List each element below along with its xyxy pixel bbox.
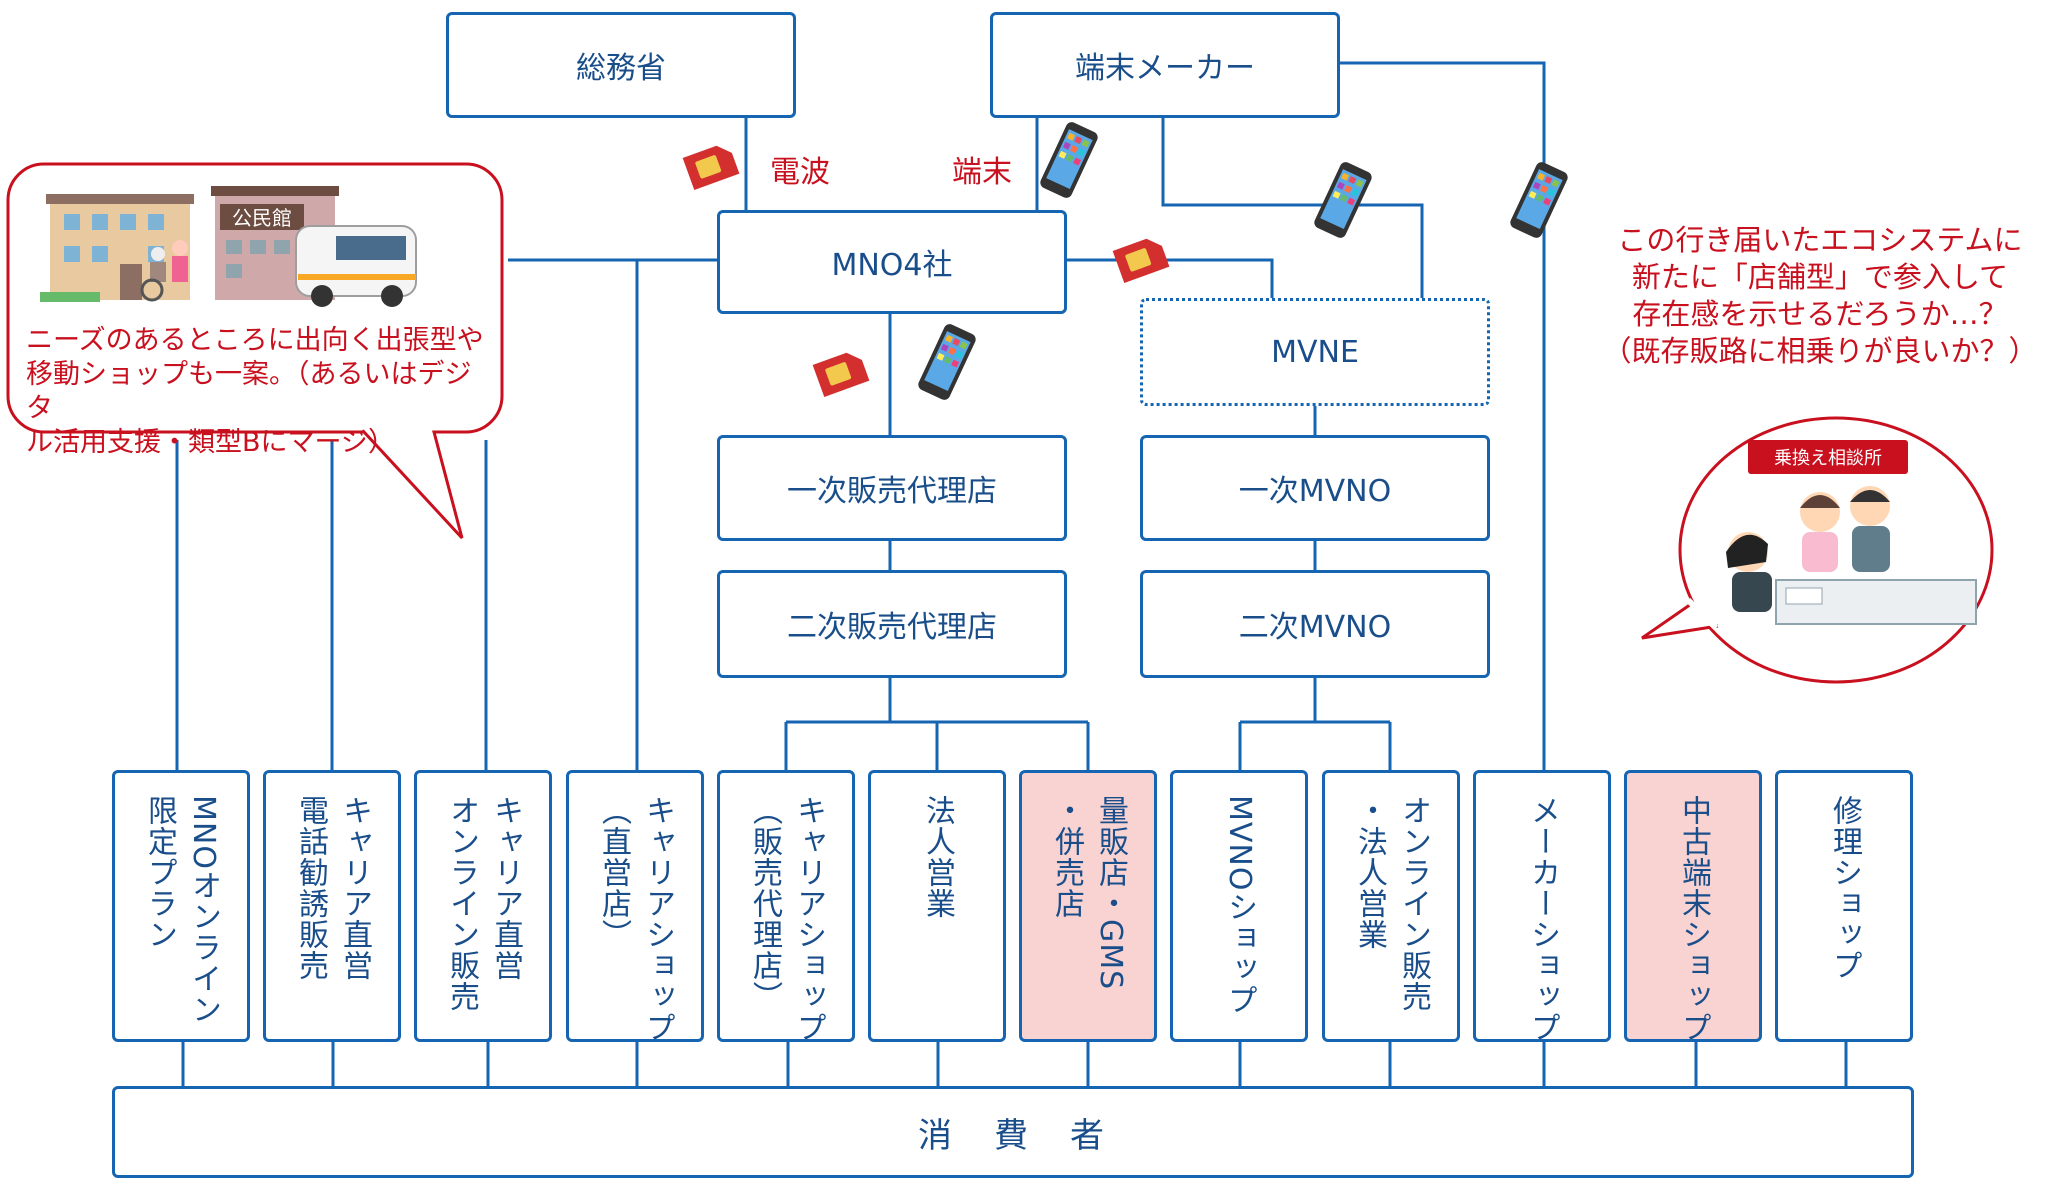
channel-label-line: 修理ショップ <box>1827 795 1862 981</box>
smartphone-icon <box>1314 162 1372 238</box>
channel-label-line: MNOオンライン <box>186 795 221 1025</box>
channel-label-line: キャリアショップ <box>791 795 826 1043</box>
channel-label-line: （直営店） <box>596 795 631 950</box>
channel-label-line: 中古端末ショップ <box>1676 795 1711 1043</box>
channel-label-line: メーカーショップ <box>1525 795 1560 1043</box>
channel-carrier-online: キャリア直営オンライン販売 <box>414 770 552 1042</box>
right-note-line: 存在感を示せるだろうか…？ <box>1632 297 2008 331</box>
consumer-label: 消 費 者 <box>918 1115 1108 1156</box>
channel-online-corp: オンライン販売・法人営業 <box>1322 770 1460 1042</box>
mno-label: MNO4社 <box>831 248 953 283</box>
channel-label-line: ・法人営業 <box>1352 795 1387 950</box>
channel-carrier-shop-direct: キャリアショップ （直営店） <box>566 770 704 1043</box>
mvne-label: MVNE <box>1271 334 1359 370</box>
channel-label-line: キャリアショップ <box>640 795 675 1043</box>
tanmatsu-label: 端末 <box>952 155 1012 190</box>
channel-maker-shop: メーカーショップ <box>1473 770 1611 1043</box>
channel-label-line: （販売代理店） <box>747 795 782 1012</box>
channel-carrier-shop-agent: キャリアショップ （販売代理店） <box>717 770 855 1043</box>
channel-mvno-shop: MVNOショップ <box>1170 770 1308 1042</box>
mvno1-box: 一次MVNO <box>1140 435 1490 541</box>
mvno1-label: 一次MVNO <box>1238 474 1392 509</box>
right-note-line: この行き届いたエコシステムに <box>1617 223 2023 257</box>
channel-label-line: 量販店・GMS <box>1093 795 1128 991</box>
denpa-label: 電波 <box>770 155 830 190</box>
left-bubble-line: 移動ショップも一案。（あるいはデジタ <box>26 359 472 424</box>
sim-card-icon <box>1112 238 1170 284</box>
left-bubble-line: ニーズのあるところに出向く出張型や <box>26 325 484 356</box>
channel-label-line: キャリア直営 <box>488 795 523 981</box>
right-note-line: （既存販路に相乗りが良いか？） <box>1602 334 2038 368</box>
mvno2-label: 二次MVNO <box>1238 610 1392 645</box>
channel-carrier-phone: キャリア直営電話勧誘販売 <box>263 770 401 1042</box>
channel-mno-online: MNOオンライン限定プラン <box>112 770 250 1042</box>
channel-mass-retail: 量販店・GMS ・併売店 <box>1019 770 1157 1042</box>
smartphone-icon <box>1040 122 1098 198</box>
left-bubble-text: ニーズのあるところに出向く出張型や 移動ショップも一案。（あるいはデジタ ル活用… <box>26 324 496 460</box>
consumer-box: 消 費 者 <box>112 1086 1914 1178</box>
channel-used-shop: 中古端末ショップ <box>1624 770 1762 1043</box>
consult-sign: 乗換え相談所 <box>1774 448 1882 469</box>
mno-box: MNO4社 <box>717 210 1067 314</box>
channel-label-line: オンライン販売 <box>444 795 479 1012</box>
right-speech-bubble: 乗換え相談所 <box>1641 416 1994 684</box>
agent1-box: 一次販売代理店 <box>717 435 1067 541</box>
kominkan-sign: 公民館 <box>232 206 292 230</box>
somusho-label: 総務省 <box>576 51 666 86</box>
agent2-label: 二次販売代理店 <box>787 610 997 645</box>
right-note-line: 新たに「店舗型」で参入して <box>1631 260 2009 294</box>
smartphone-icon <box>1510 162 1568 238</box>
sim-card-icon <box>682 145 740 191</box>
channel-label-line: キャリア直営 <box>337 795 372 981</box>
channel-corporate-sales: 法人営業 <box>868 770 1006 1042</box>
maker-box: 端末メーカー <box>990 12 1340 118</box>
channel-label-line: オンライン販売 <box>1396 795 1431 1012</box>
channel-label-line: 法人営業 <box>920 795 955 919</box>
channel-label-line: MVNOショップ <box>1222 795 1257 1016</box>
sim-card-icon <box>812 352 870 398</box>
agent1-label: 一次販売代理店 <box>787 474 997 509</box>
right-note: この行き届いたエコシステムに 新たに「店舗型」で参入して 存在感を示せるだろうか… <box>1600 222 2040 370</box>
mvno2-box: 二次MVNO <box>1140 570 1490 678</box>
smartphone-icon <box>918 324 976 400</box>
maker-label: 端末メーカー <box>1075 51 1255 86</box>
left-bubble-line: ル活用支援・類型Bにマージ） <box>26 427 395 458</box>
channel-repair-shop: 修理ショップ <box>1775 770 1913 1042</box>
channel-label-line: 電話勧誘販売 <box>293 795 328 981</box>
mvne-box: MVNE <box>1140 298 1490 406</box>
agent2-box: 二次販売代理店 <box>717 570 1067 678</box>
channel-label-line: 限定プラン <box>142 795 177 950</box>
channel-label-line: ・併売店 <box>1049 795 1084 919</box>
somusho-box: 総務省 <box>446 12 796 118</box>
building-illustration: 公民館 <box>40 186 417 307</box>
